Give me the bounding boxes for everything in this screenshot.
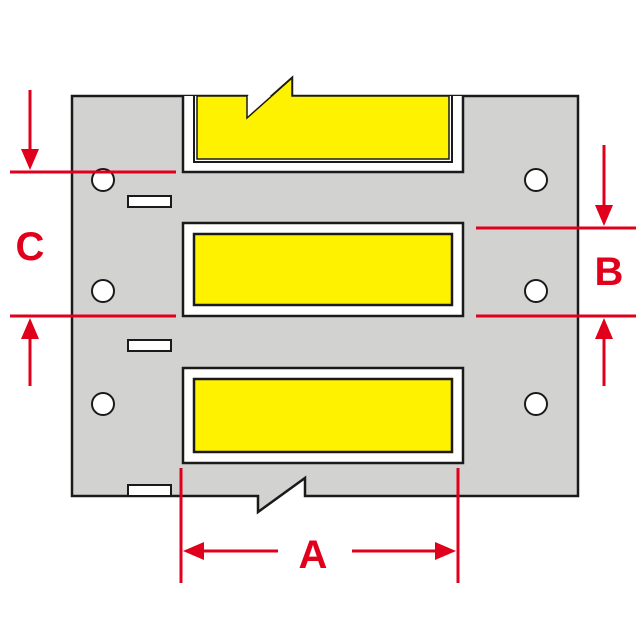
sprocket-hole-right-1 [524, 168, 548, 192]
slot-mark-1 [127, 195, 172, 208]
dimension-c [10, 90, 176, 386]
sprocket-hole-right-3 [524, 392, 548, 416]
slot-mark-2 [127, 339, 172, 352]
dimension-a [179, 468, 460, 583]
sprocket-hole-right-2 [524, 279, 548, 303]
dimension-b [476, 145, 636, 386]
dimension-b-label: B [595, 250, 624, 294]
label-middle [181, 221, 465, 318]
dimension-a-arrow-left [183, 542, 204, 560]
dimension-c-arrow-top [21, 149, 39, 170]
sprocket-hole-left-3 [91, 392, 115, 416]
dimension-c-label: C [16, 225, 45, 269]
slot-mark-3 [127, 484, 172, 497]
sprocket-hole-left-2 [91, 279, 115, 303]
dimension-a-label: A [299, 533, 328, 577]
label-bottom [181, 366, 465, 465]
dimension-a-arrow-right [435, 542, 456, 560]
dimension-b-arrow-top [595, 205, 613, 226]
dimension-c-arrow-bottom [21, 318, 39, 339]
dimension-b-arrow-bottom [595, 318, 613, 339]
sprocket-hole-left-1 [91, 168, 115, 192]
label-top [181, 76, 465, 174]
